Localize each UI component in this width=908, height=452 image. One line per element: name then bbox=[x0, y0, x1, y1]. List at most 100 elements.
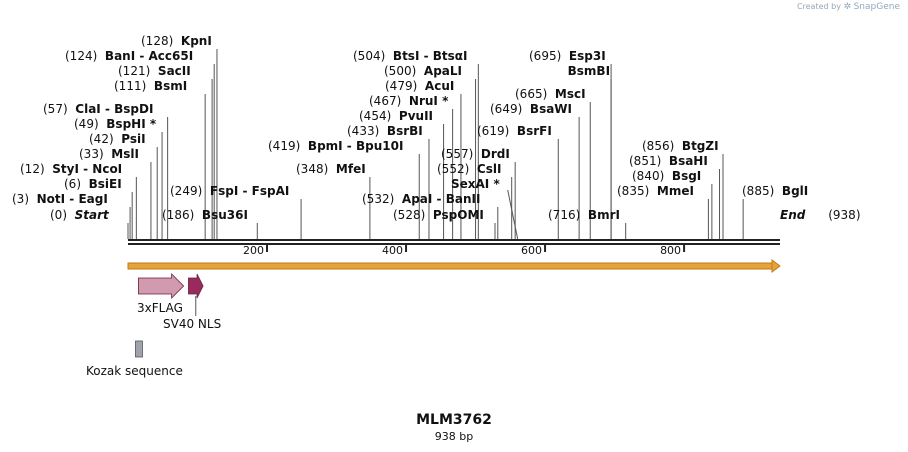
spacer bbox=[416, 64, 424, 78]
spacer bbox=[547, 87, 555, 101]
spacer bbox=[81, 177, 89, 191]
site-position: (467) bbox=[369, 94, 402, 108]
site-position: (49) bbox=[74, 117, 99, 131]
spacer bbox=[417, 79, 425, 93]
spacer bbox=[560, 64, 568, 78]
site-name: MscI bbox=[554, 87, 586, 101]
feature-3xflag-arrow bbox=[138, 273, 185, 299]
site-connector bbox=[507, 189, 519, 240]
site-label: BsmBI bbox=[560, 64, 610, 78]
spacer bbox=[300, 139, 308, 153]
site-position: (186) bbox=[162, 208, 195, 222]
site-name: BsgI bbox=[671, 169, 702, 183]
site-position: (128) bbox=[141, 34, 174, 48]
orf-arrow-body bbox=[127, 262, 773, 270]
site-name: ClaI - BspDI bbox=[75, 102, 154, 116]
site-label: (479) AcuI bbox=[385, 79, 454, 93]
spacer bbox=[522, 102, 530, 116]
site-label: (6) BsiEI bbox=[64, 177, 122, 191]
site-position: (454) bbox=[359, 109, 392, 123]
site-label: (42) PsiI bbox=[89, 132, 146, 146]
site-label: (3) NotI - EagI bbox=[12, 192, 108, 206]
spacer bbox=[469, 162, 477, 176]
site-position: (856) bbox=[642, 139, 675, 153]
spacer bbox=[391, 109, 399, 123]
site-label: (695) Esp3I bbox=[529, 49, 606, 63]
site-position: (433) bbox=[347, 124, 380, 138]
site-position: (12) bbox=[20, 162, 45, 176]
site-name: CslI bbox=[476, 162, 502, 176]
site-position: (619) bbox=[477, 124, 510, 138]
site-label: (33) MslI bbox=[79, 147, 139, 161]
spacer bbox=[146, 79, 154, 93]
spacer bbox=[97, 49, 105, 63]
site-position: (479) bbox=[385, 79, 418, 93]
backbone-strand-bottom bbox=[128, 243, 780, 245]
spacer bbox=[509, 124, 517, 138]
site-position: (6) bbox=[64, 177, 81, 191]
site-name: BsiEI bbox=[88, 177, 122, 191]
site-label: End (938) bbox=[780, 208, 861, 222]
spacer bbox=[401, 94, 409, 108]
feature-label: Kozak sequence bbox=[86, 364, 183, 378]
site-label-sexai: SexAI * bbox=[451, 177, 500, 191]
site-name: NruI * bbox=[408, 94, 449, 108]
site-label: (433) BsrBI bbox=[347, 124, 423, 138]
backbone-strand-top bbox=[128, 239, 780, 241]
site-position: (249) bbox=[170, 184, 203, 198]
site-position: (504) bbox=[353, 49, 386, 63]
site-label: (121) SacII bbox=[118, 64, 191, 78]
site-label: (885) BglI bbox=[742, 184, 808, 198]
site-name: BsaHI bbox=[668, 154, 708, 168]
spacer bbox=[774, 184, 782, 198]
scale-tick-label: 400 bbox=[382, 244, 404, 257]
site-label: (12) StyI - NcoI bbox=[20, 162, 122, 176]
spacer bbox=[661, 154, 669, 168]
spacer bbox=[394, 192, 402, 206]
site-label: (649) BsaWI bbox=[490, 102, 572, 116]
feature-label: SV40 NLS bbox=[163, 317, 222, 331]
site-label: (532) ApaI - BanII bbox=[362, 192, 480, 206]
site-label: (500) ApaLI bbox=[384, 64, 462, 78]
site-position: (348) bbox=[296, 162, 329, 176]
site-position: (665) bbox=[515, 87, 548, 101]
site-label: (0) Start bbox=[50, 208, 109, 222]
plasmid-name: MLM3762 bbox=[416, 412, 492, 428]
site-label: (716) BmrI bbox=[548, 208, 620, 222]
site-position: (528) bbox=[393, 208, 426, 222]
site-position: (649) bbox=[490, 102, 523, 116]
site-label: (835) MmeI bbox=[617, 184, 694, 198]
site-position: (557) bbox=[441, 147, 474, 161]
site-name: MslI bbox=[111, 147, 139, 161]
scale-tick-label: 800 bbox=[660, 244, 682, 257]
site-position: (938) bbox=[828, 208, 861, 222]
site-position: (532) bbox=[362, 192, 395, 206]
site-position: (3) bbox=[12, 192, 29, 206]
site-name: BsrBI bbox=[386, 124, 423, 138]
site-position: (124) bbox=[65, 49, 98, 63]
feature-kozak-box bbox=[135, 340, 143, 358]
site-position: (121) bbox=[118, 64, 151, 78]
spacer bbox=[67, 208, 75, 222]
site-name: PsiI bbox=[121, 132, 146, 146]
spacer bbox=[29, 192, 37, 206]
orf-arrow-head bbox=[771, 259, 781, 273]
site-name: MfeI bbox=[335, 162, 366, 176]
credit-brand: SnapGene bbox=[853, 2, 900, 12]
site-name: BtsI - BtsαI bbox=[392, 49, 468, 63]
site-position: (500) bbox=[384, 64, 417, 78]
site-label: (124) BanI - Acc65I bbox=[65, 49, 193, 63]
site-position: (716) bbox=[548, 208, 581, 222]
site-name: BmrI bbox=[587, 208, 620, 222]
site-label: (552) CslI bbox=[437, 162, 501, 176]
spacer bbox=[173, 34, 181, 48]
site-position: (0) bbox=[50, 208, 67, 222]
site-position: (840) bbox=[632, 169, 665, 183]
site-label: (348) MfeI bbox=[296, 162, 366, 176]
site-label: (467) NruI * bbox=[369, 94, 448, 108]
site-label: (128) KpnI bbox=[141, 34, 212, 48]
site-label: (454) PvuII bbox=[359, 109, 433, 123]
site-label: (665) MscI bbox=[515, 87, 586, 101]
site-name: BsaWI bbox=[529, 102, 573, 116]
feature-label: 3xFLAG bbox=[137, 301, 183, 315]
